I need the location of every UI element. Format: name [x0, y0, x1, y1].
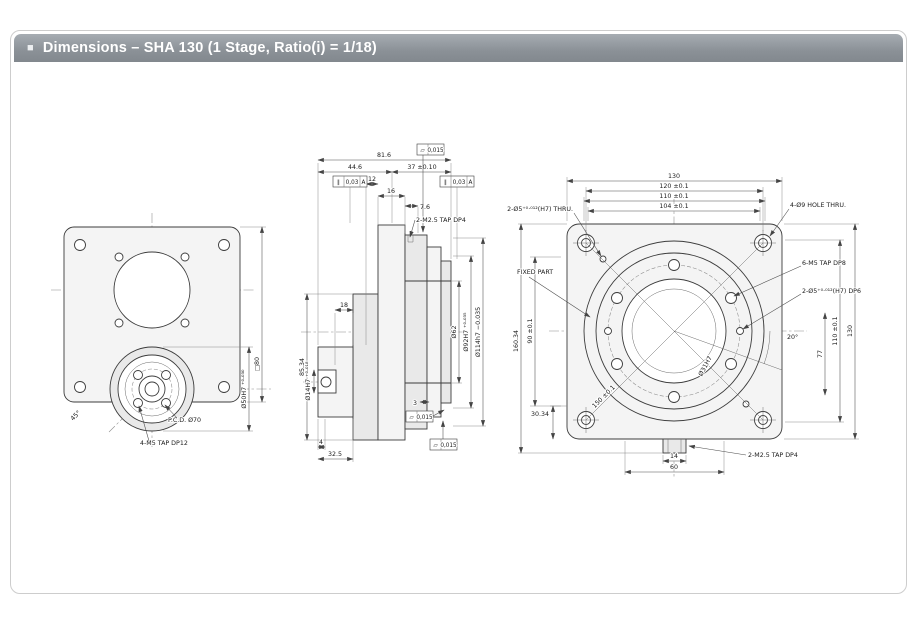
- corner-hole: [74, 381, 86, 393]
- dim-total: 81.6: [377, 152, 391, 159]
- left-view: Ø50H7 ⁺⁰·⁰³⁰ □80 45° P.C.D. Ø70 4-M5 TAP…: [51, 213, 271, 448]
- dim-114: Ø114h7 −0.035: [474, 307, 482, 357]
- dim-angle: 45°: [69, 409, 83, 423]
- label-tap-m25: 2-M2.5 TAP DP4: [748, 452, 798, 459]
- right-view: 130 120 ±0.1 110 ±0.1 104 ±0.1 160.34 90…: [506, 172, 862, 477]
- corner-hole: [74, 239, 86, 251]
- dim-325: 32.5: [328, 451, 342, 458]
- dim-62: Ø62: [450, 326, 458, 339]
- svg-text:A: A: [362, 180, 366, 186]
- flatness-frame: ▱ 0,015: [429, 420, 458, 451]
- dim-446: 44.6: [348, 164, 362, 171]
- label-tap6: 6-M5 TAP DP8: [802, 260, 846, 267]
- dim-b60: 60: [670, 464, 678, 471]
- dim-3034: 30.34: [531, 411, 549, 418]
- corner-hole: [218, 381, 230, 393]
- dim-r110: 110 ±0.1: [832, 316, 839, 345]
- dim-12: 12: [368, 176, 376, 183]
- dim-16034: 160.34: [513, 330, 520, 352]
- svg-text:▱: ▱: [420, 148, 425, 154]
- svg-text:0,015: 0,015: [440, 443, 457, 449]
- label-dowel-dp6: 2-Ø5⁺⁰·⁰¹²(H7) DP6: [802, 287, 861, 295]
- dim-3: 3: [413, 400, 417, 407]
- label-pcd: P.C.D. Ø70: [168, 416, 201, 424]
- svg-text:0,015: 0,015: [427, 148, 444, 154]
- dim-120: 120 ±0.1: [659, 183, 688, 190]
- dimensions-drawing: Ø50H7 ⁺⁰·⁰³⁰ □80 45° P.C.D. Ø70 4-M5 TAP…: [51, 143, 862, 477]
- label-tap-m25: 2-M2.5 TAP DP4: [416, 217, 466, 224]
- corner-hole: [218, 239, 230, 251]
- dim-square: □80: [254, 357, 261, 371]
- svg-text:0,03: 0,03: [346, 180, 359, 186]
- section-title: Dimensions – SHA 130 (1 Stage, Ratio(i) …: [42, 40, 377, 56]
- dim-130: 130: [668, 173, 680, 180]
- label-dowel-thru: 2-Ø5⁺⁰·⁰¹²(H7) THRU.: [507, 205, 573, 213]
- svg-text:▱: ▱: [409, 415, 414, 421]
- section-bullet-icon: ■: [27, 42, 34, 54]
- dim-14h7: Ø14H7 ⁺⁰·⁰¹⁸: [304, 361, 312, 401]
- dim-37: 37 ±0.10: [407, 164, 436, 171]
- dim-90: 90 ±0.1: [527, 318, 534, 343]
- adapter-plate-section: [352, 293, 379, 441]
- label-hole-thru: 4-Ø9 HOLE THRU.: [790, 201, 846, 209]
- dim-16: 16: [387, 188, 395, 195]
- dim-110: 110 ±0.1: [659, 193, 688, 200]
- dim-77: 77: [817, 350, 824, 358]
- flatness-frame: ▱ 0,015: [405, 409, 445, 423]
- svg-text:∥: ∥: [444, 179, 447, 186]
- flatness-frame: ▱ 0,015: [416, 143, 445, 233]
- center-opening: [113, 251, 191, 329]
- section-header: ■ Dimensions – SHA 130 (1 Stage, Ratio(i…: [14, 34, 903, 62]
- bolt-circle: [131, 368, 173, 410]
- dim-104: 104 ±0.1: [659, 203, 688, 210]
- dim-4: 4: [319, 439, 323, 446]
- dim-b14: 14: [670, 453, 678, 460]
- dim-20deg: 20°: [787, 333, 798, 341]
- svg-text:∥: ∥: [337, 179, 340, 186]
- dim-18: 18: [340, 302, 348, 309]
- dim-8534: 85.34: [299, 358, 306, 376]
- parallelism-frame: ∥ 0,03 A: [439, 175, 475, 259]
- parallelism-frame: ∥ 0,03 A: [332, 175, 368, 223]
- svg-text:A: A: [469, 180, 473, 186]
- dim-bore: Ø50H7 ⁺⁰·⁰³⁰: [240, 369, 248, 409]
- svg-text:▱: ▱: [433, 443, 438, 449]
- dim-r130: 130: [847, 325, 854, 337]
- middle-view: 81.6 44.6 37 ±0.10 12 16 7.6 ∥ 0,03 A ∥ …: [298, 143, 486, 462]
- svg-text:0,03: 0,03: [453, 180, 466, 186]
- body-plate-section: [377, 224, 406, 441]
- dimensions-panel: ■ Dimensions – SHA 130 (1 Stage, Ratio(i…: [10, 30, 907, 594]
- label-tap: 4-M5 TAP DP12: [140, 440, 188, 447]
- connector-boss: [662, 438, 687, 454]
- dim-92: Ø92H7 ⁺⁰·⁰³⁵: [462, 312, 470, 352]
- label-fixed-part: FIXED PART: [517, 269, 553, 276]
- svg-text:0,015: 0,015: [416, 415, 433, 421]
- dim-76: 7.6: [420, 204, 430, 211]
